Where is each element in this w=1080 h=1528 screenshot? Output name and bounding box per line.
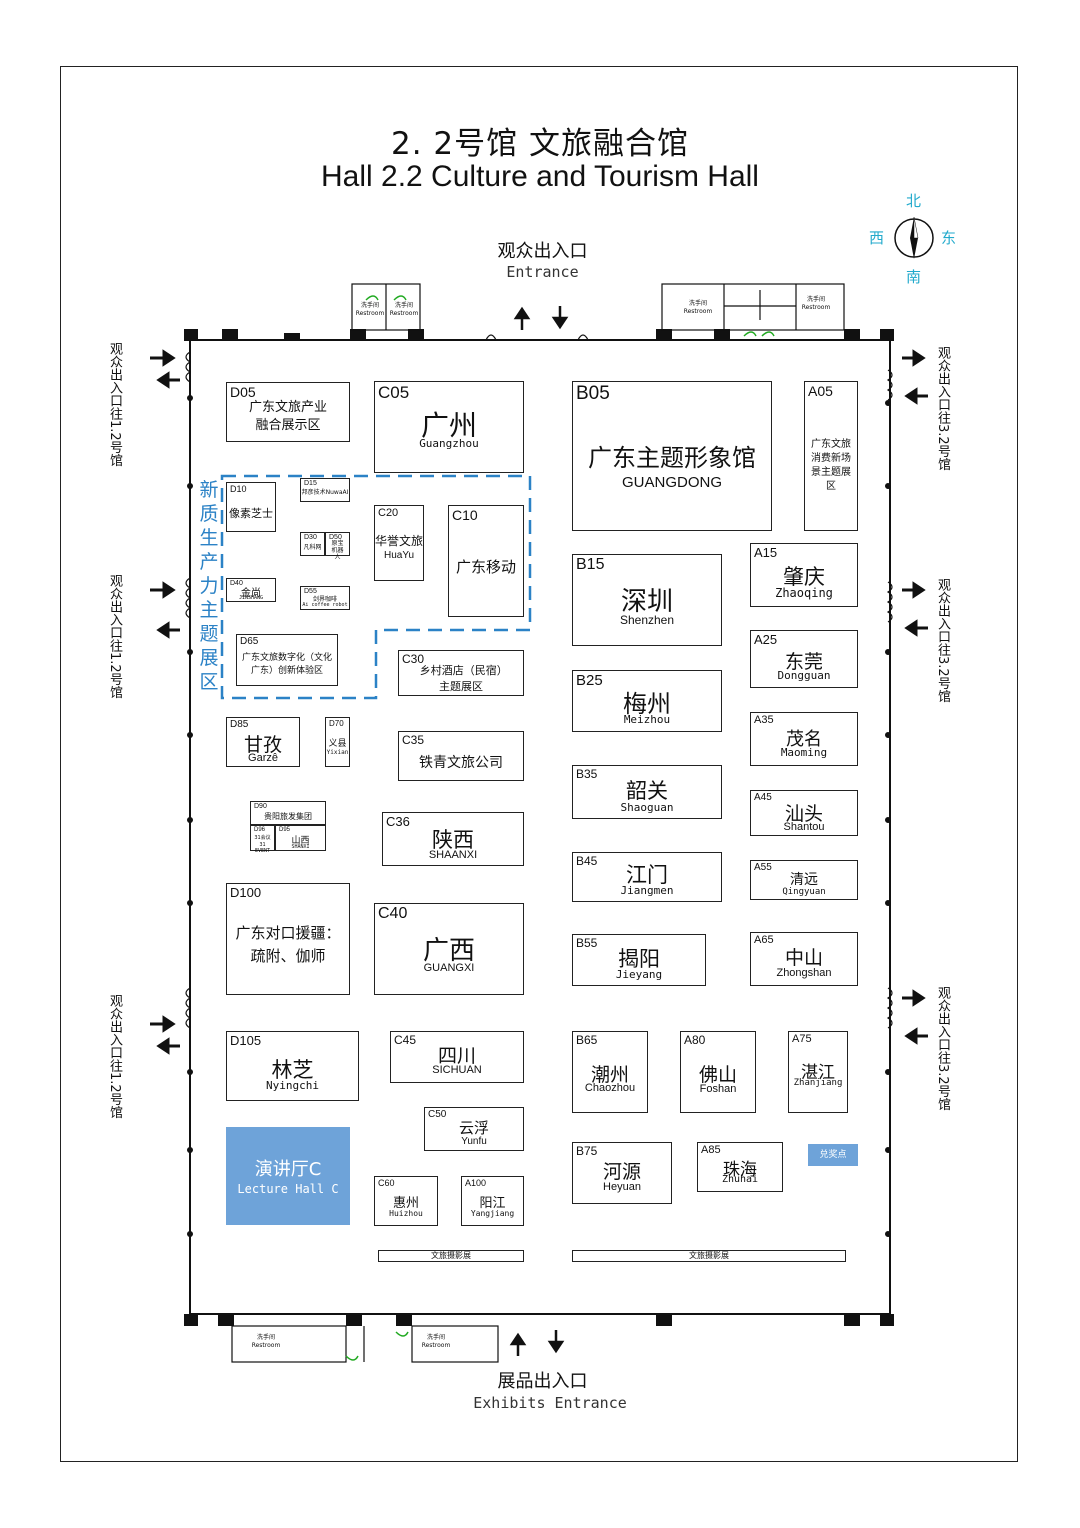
booth-D55[interactable]: D55 剑界咖啡 Ai coffee robot [300,586,350,610]
top-entrance-label-en: Entrance [506,263,579,281]
compass-east: 东 [941,229,957,247]
compass-south: 南 [906,268,922,286]
booth-C40[interactable]: C40 广西 GUANGXI [374,903,524,995]
booth-B75[interactable]: B75 河源 Heyuan [572,1142,672,1204]
booth-D70[interactable]: D70 义县 Yixian [325,717,350,767]
compass-icon [894,216,934,259]
booth-C45[interactable]: C45 四川 SICHUAN [390,1031,524,1083]
right-entrance-label: 观众出入口往3.2号馆 [935,346,950,471]
booth-D05[interactable]: D05 广东文旅产业融合展示区 [226,382,350,442]
booth-A15[interactable]: A15 肇庆 Zhaoqing [750,543,858,607]
right-entrance-label: 观众出入口往3.2号馆 [935,986,950,1111]
page-frame [60,66,1018,1462]
booth-D40[interactable]: D40 金尚 JINSHANG [226,578,276,602]
booth-B65[interactable]: B65 潮州 Chaozhou [572,1031,648,1113]
zone-new-productivity-title: 新质生产力主题展区 [199,479,219,693]
top-entrance-label-cn: 观众出入口 [497,241,588,262]
booth-B25[interactable]: B25 梅州 Meizhou [572,670,722,732]
booth-D96[interactable]: D96 31会议 31 EVENT [250,825,275,854]
booth-A100[interactable]: A100 阳江 Yangjiang [461,1176,524,1226]
booth-A35[interactable]: A35 茂名 Maoming [750,712,858,766]
booth-C20[interactable]: C20 华誉文旅 HuaYu [374,505,424,581]
booth-A45[interactable]: A45 汕头 Shantou [750,790,858,836]
booth-A75[interactable]: A75 湛江 Zhanjiang [788,1031,848,1113]
redeem-point[interactable]: 兑奖点 [808,1144,858,1166]
booth-D50[interactable]: D50 原宝机器人 [325,532,350,561]
booth-D105[interactable]: D105 林芝 Nyingchi [226,1031,359,1101]
booth-A55[interactable]: A55 清远 Qingyuan [750,860,858,900]
booth-A65[interactable]: A65 中山 Zhongshan [750,932,858,986]
booth-D15[interactable]: D15 邦彦技术NuwaAI [300,478,350,502]
booth-D100[interactable]: D100 广东对口援疆：疏附、伽师 [226,883,350,995]
hall-title-cn: 2. 2号馆 文旅融合馆 [390,126,689,162]
booth-D30[interactable]: D30 凡科网 [300,532,325,556]
compass-north: 北 [906,192,922,210]
booth-B45[interactable]: B45 江门 Jiangmen [572,852,722,902]
left-entrance-label: 观众出入口往1.2号馆 [107,574,122,699]
booth-C05[interactable]: C05 广州 Guangzhou [374,381,524,473]
booth-C10[interactable]: C10 广东移动 [448,505,524,617]
booth-B05[interactable]: B05 广东主题形象馆 GUANGDONG [572,381,772,531]
booth-B35[interactable]: B35 韶关 Shaoguan [572,765,722,819]
booth-D10[interactable]: D10 像素芝士 [226,482,276,532]
booth-C60[interactable]: C60 惠州 Huizhou [374,1176,438,1226]
booth-D65[interactable]: D65 广东文旅数字化（文化广东）创新体验区 [236,634,338,686]
booth-C30[interactable]: C30 乡村酒店（民宿）主题展区 [398,650,524,696]
booth-D95[interactable]: D95 山西 SHANXI [275,825,326,851]
booth-C36[interactable]: C36 陕西 SHAANXI [382,812,524,866]
booth-B15[interactable]: B15 深圳 Shenzhen [572,554,722,646]
bottom-entrance-label-en: Exhibits Entrance [473,1394,627,1412]
booth-D90[interactable]: D90 贵阳旅发集团 [250,801,326,825]
left-entrance-label: 观众出入口往1.2号馆 [107,994,122,1119]
booth-A80[interactable]: A80 佛山 Foshan [680,1031,756,1113]
booth-D85[interactable]: D85 甘孜 Garzê [226,717,300,767]
right-entrance-label: 观众出入口往3.2号馆 [935,578,950,703]
booth-A85[interactable]: A85 珠海 Zhuhai [697,1142,783,1192]
lecture-hall-c[interactable]: 演讲厅C Lecture Hall C [226,1127,350,1225]
compass-west: 西 [869,229,885,247]
hall-title-en: Hall 2.2 Culture and Tourism Hall [321,160,759,193]
booth-A05[interactable]: A05 广东文旅消费新场景主题展区 [804,381,858,531]
photo-exhibition-strip: 文旅摄影展 [572,1250,846,1262]
booth-C50[interactable]: C50 云浮 Yunfu [424,1107,524,1151]
booth-B55[interactable]: B55 揭阳 Jieyang [572,934,706,986]
booth-C35[interactable]: C35 铁青文旅公司 [398,731,524,781]
booth-A25[interactable]: A25 东莞 Dongguan [750,630,858,688]
left-entrance-label: 观众出入口往1.2号馆 [107,342,122,467]
photo-exhibition-strip: 文旅摄影展 [378,1250,524,1262]
bottom-entrance-label-cn: 展品出入口 [497,1371,588,1392]
